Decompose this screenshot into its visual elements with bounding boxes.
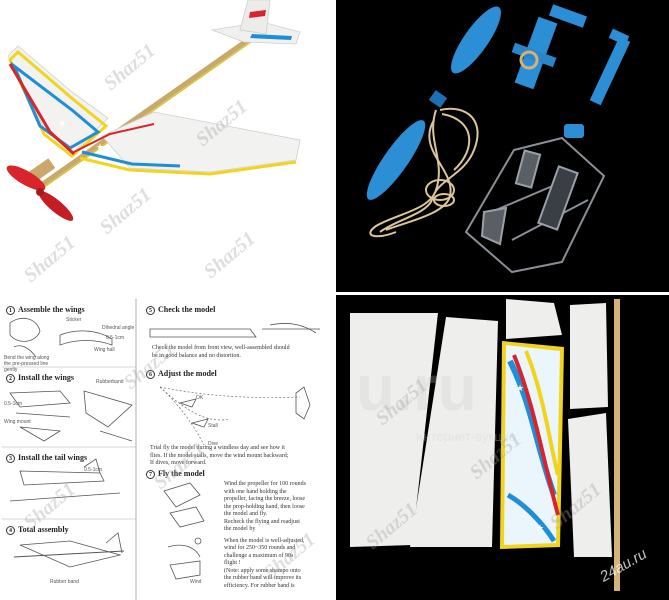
- foam-tail-lower: [568, 413, 612, 557]
- manual-label: 0.5-1cm: [4, 401, 23, 407]
- manual-step-text: Check the model from front view, well-as…: [152, 345, 290, 359]
- manual-label: Wind: [190, 579, 202, 585]
- clear-plastic-sprue: [464, 136, 606, 274]
- svg-text:★: ★: [58, 118, 66, 128]
- wooden-fuselage-stick: [614, 299, 620, 591]
- manual-label: Sticker: [66, 317, 82, 323]
- manual-step-text: Trial fly the model during a windless da…: [150, 445, 289, 466]
- manual-label: Bend the wing along the pre-pressed line…: [4, 355, 50, 373]
- blue-clip: [564, 124, 584, 138]
- manual-label: Wing hall: [94, 347, 115, 353]
- manual-label: OK: [196, 395, 204, 401]
- svg-text:★: ★: [536, 523, 544, 533]
- foam-tail-upper: [570, 303, 608, 409]
- manual-line-drawings: [2, 299, 320, 600]
- assembled-plane-photo: ★ ★ Shaz51 Shaz51 Shaz51 Shaz51 Shaz51: [0, 0, 334, 292]
- foam-tail-top: [506, 299, 562, 339]
- manual-label: Rubber band: [50, 579, 79, 585]
- manual-label: Rubberband: [96, 379, 124, 385]
- right-wing: [101, 111, 301, 173]
- assembled-plane-illustration: ★ ★: [6, 0, 301, 221]
- manual-label: Dive: [208, 441, 219, 447]
- foam-wing-right: [410, 317, 498, 547]
- foam-parts-photo: ★ ★ u.ru интернет-аукцио Shaz51 Shaz51 S…: [336, 295, 669, 600]
- manual-step-text: Wind the propeller for 100 rounds with o…: [224, 481, 306, 589]
- blue-rear-hook: [589, 36, 631, 106]
- svg-text:★: ★: [516, 383, 524, 393]
- blue-propeller: [451, 6, 501, 74]
- red-propeller: [6, 165, 46, 191]
- rubber-band: [369, 107, 479, 238]
- kit-parts-illustration: [366, 4, 631, 274]
- manual-label: Stall: [208, 423, 218, 429]
- blue-nose-bracket: [511, 4, 587, 90]
- fuselage-stick: [38, 27, 264, 189]
- manual-label: Dihedral angle: [102, 325, 135, 331]
- foam-wing-left: [350, 313, 438, 547]
- foam-parts-illustration: ★ ★: [350, 299, 620, 591]
- manual-label: Wing mount: [4, 419, 31, 425]
- decorated-fuselage-sheet: ★ ★: [500, 341, 564, 549]
- kit-parts-photo: [336, 0, 669, 292]
- manual-label: 0.5-1cm: [84, 467, 103, 473]
- manual-label: 0.5-1cm: [106, 335, 125, 341]
- svg-text:★: ★: [96, 142, 104, 152]
